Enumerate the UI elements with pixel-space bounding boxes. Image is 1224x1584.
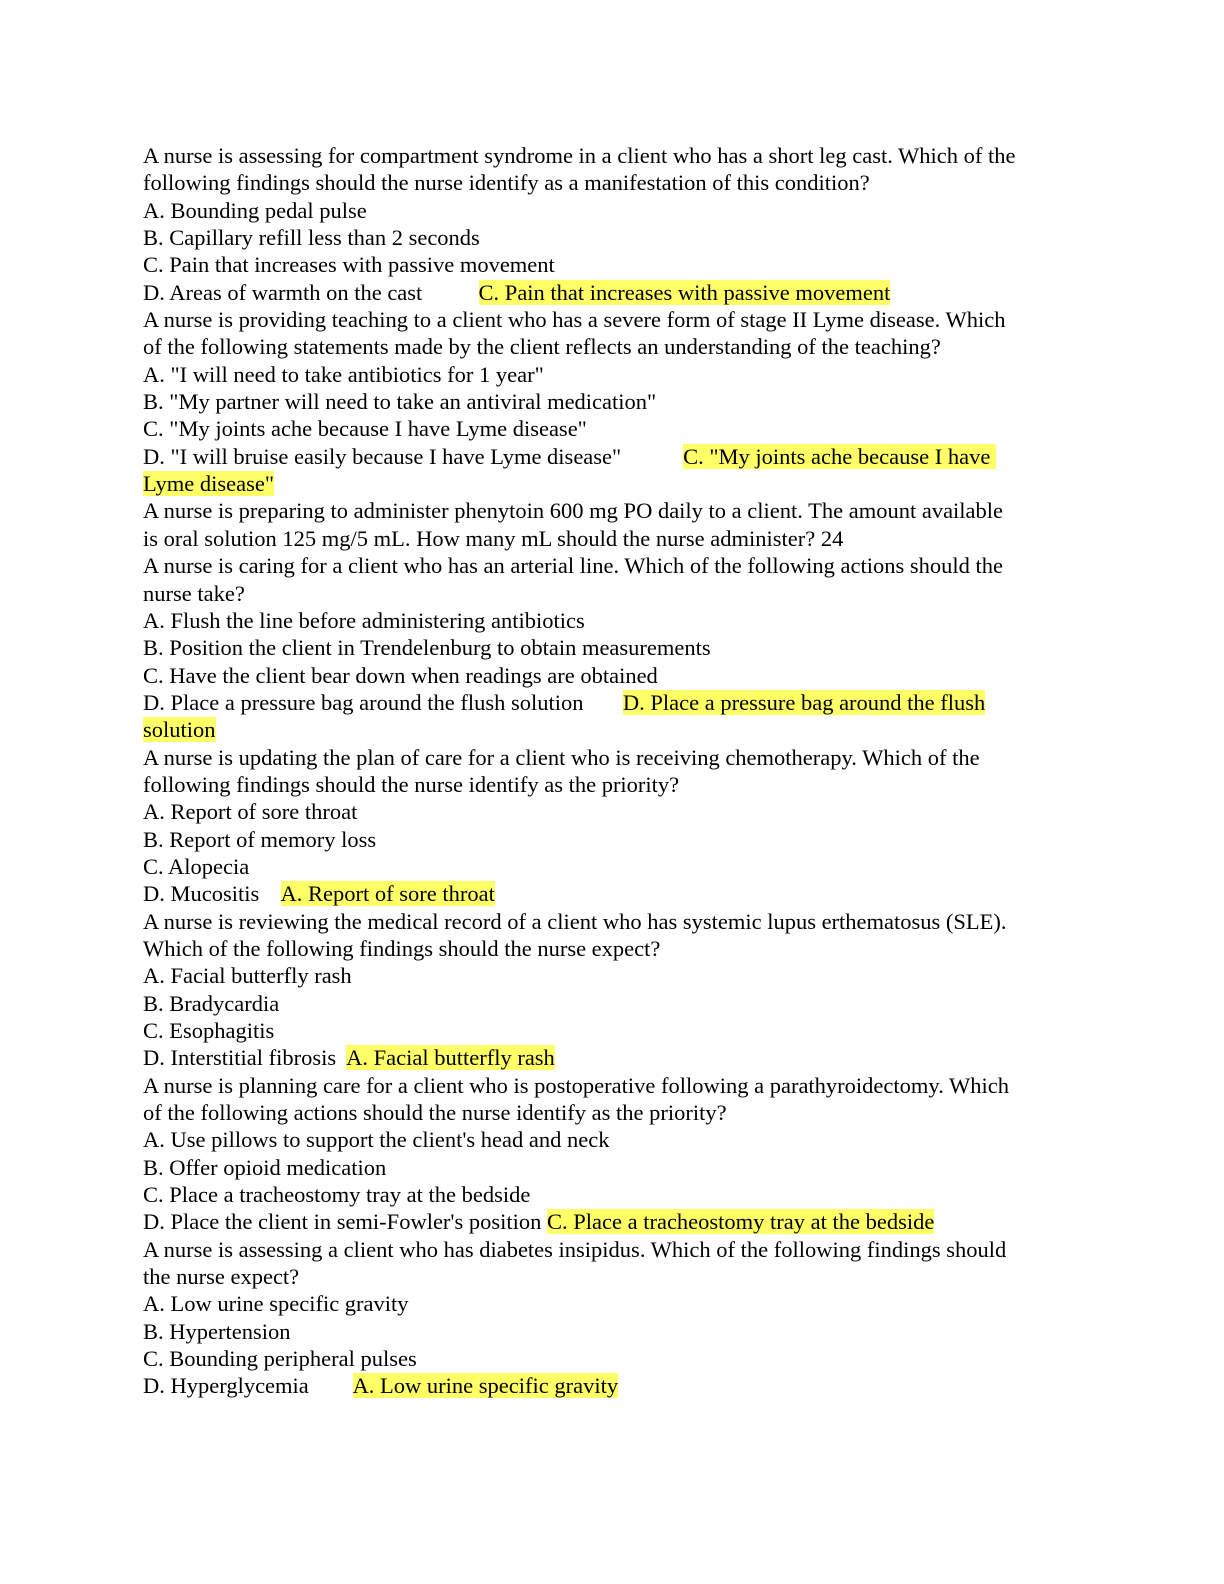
last-option-row: D. "I will bruise easily because I have … <box>143 443 1083 470</box>
answer-option: C. Pain that increases with passive move… <box>143 252 555 278</box>
question-stem-line: A nurse is updating the plan of care for… <box>143 744 980 770</box>
question-stem-line: following findings should the nurse iden… <box>143 771 680 797</box>
question-block: A nurse is updating the plan of care for… <box>143 744 1083 908</box>
last-option-row: D. Place the client in semi-Fowler's pos… <box>143 1208 1083 1235</box>
question-block: A nurse is preparing to administer pheny… <box>143 497 1083 552</box>
highlighted-answer: C. Pain that increases with passive move… <box>478 279 891 305</box>
question-stem-line: A nurse is assessing for compartment syn… <box>143 143 1016 168</box>
question-stem-line: of the following actions should the nurs… <box>143 1100 727 1126</box>
question-block: A nurse is assessing for compartment syn… <box>143 142 1083 306</box>
highlighted-answer: A. Facial butterfly rash <box>346 1045 555 1071</box>
answer-option: A. Low urine specific gravity <box>143 1291 409 1317</box>
answer-option: D. "I will bruise easily because I have … <box>143 443 622 469</box>
question-stem-line: is oral solution 125 mg/5 mL. How many m… <box>143 525 844 551</box>
spacer <box>584 690 623 715</box>
answer-option: A. Bounding pedal pulse <box>143 197 367 223</box>
last-option-row: D. Place a pressure bag around the flush… <box>143 689 1083 716</box>
answer-option: D. Interstitial fibrosis <box>143 1045 337 1071</box>
highlighted-answer: C. Place a tracheostomy tray at the beds… <box>547 1209 935 1235</box>
answer-option: D. Areas of warmth on the cast <box>143 279 423 305</box>
question-stem-line: A nurse is providing teaching to a clien… <box>143 307 1006 333</box>
highlighted-answer-continuation-row: solution <box>143 716 1083 743</box>
spacer <box>422 280 478 305</box>
answer-option: C. Esophagitis <box>143 1018 275 1043</box>
answer-option: A. Report of sore throat <box>143 799 358 825</box>
answer-option: C. Have the client bear down when readin… <box>143 662 658 688</box>
question-stem-line: A nurse is assessing a client who has di… <box>143 1236 1007 1262</box>
answer-option: B. "My partner will need to take an anti… <box>143 389 657 415</box>
question-stem-line: the nurse expect? <box>143 1264 300 1290</box>
answer-option: D. Place a pressure bag around the flush… <box>143 689 584 715</box>
question-block: A nurse is reviewing the medical record … <box>143 908 1083 1072</box>
answer-option: C. "My joints ache because I have Lyme d… <box>143 416 587 442</box>
spacer <box>336 1045 346 1070</box>
answer-option: B. Hypertension <box>143 1318 291 1344</box>
question-block: A nurse is caring for a client who has a… <box>143 552 1083 743</box>
highlighted-answer: D. Place a pressure bag around the flush <box>622 689 986 715</box>
answer-option: A. Facial butterfly rash <box>143 963 352 989</box>
answer-option: B. Bradycardia <box>143 990 280 1016</box>
answer-option: C. Bounding peripheral pulses <box>143 1346 417 1372</box>
question-block: A nurse is assessing a client who has di… <box>143 1236 1083 1400</box>
spacer <box>259 881 280 906</box>
answer-option: B. Capillary refill less than 2 seconds <box>143 225 480 251</box>
last-option-row: D. Interstitial fibrosis A. Facial butte… <box>143 1044 1083 1071</box>
highlighted-answer: Lyme disease" <box>143 471 275 497</box>
answer-option: D. Hyperglycemia <box>143 1373 309 1399</box>
answer-option: A. Use pillows to support the client's h… <box>143 1127 610 1153</box>
highlighted-answer: solution <box>143 717 216 743</box>
question-stem-line: nurse take? <box>143 580 245 606</box>
last-option-row: D. Hyperglycemia A. Low urine specific g… <box>143 1372 1083 1399</box>
spacer <box>309 1373 353 1398</box>
question-stem-line: A nurse is planning care for a client wh… <box>143 1072 1010 1098</box>
question-stem-line: A nurse is preparing to administer pheny… <box>143 498 1004 524</box>
last-option-row: D. Areas of warmth on the cast C. Pain t… <box>143 279 1083 306</box>
spacer <box>621 444 683 469</box>
question-stem-line: A nurse is caring for a client who has a… <box>143 553 1003 579</box>
highlighted-answer-continuation-row: Lyme disease" <box>143 470 1083 497</box>
answer-option: B. Position the client in Trendelenburg … <box>143 635 711 661</box>
answer-option: D. Place the client in semi-Fowler's pos… <box>143 1209 542 1235</box>
last-option-row: D. Mucositis A. Report of sore throat <box>143 880 1083 907</box>
highlighted-answer: A. Report of sore throat <box>280 881 495 907</box>
answer-option: C. Alopecia <box>143 853 250 879</box>
question-stem-line: A nurse is reviewing the medical record … <box>143 908 1007 934</box>
highlighted-answer: C. "My joints ache because I have <box>683 443 996 469</box>
question-block: A nurse is providing teaching to a clien… <box>143 306 1083 497</box>
question-stem-line: Which of the following findings should t… <box>143 935 661 961</box>
answer-option: B. Offer opioid medication <box>143 1154 387 1180</box>
answer-option: C. Place a tracheostomy tray at the beds… <box>143 1182 531 1208</box>
question-block: A nurse is planning care for a client wh… <box>143 1072 1083 1236</box>
question-stem-line: of the following statements made by the … <box>143 334 941 360</box>
answer-option: D. Mucositis <box>143 881 260 907</box>
highlighted-answer: A. Low urine specific gravity <box>352 1373 619 1399</box>
document-page: A nurse is assessing for compartment syn… <box>143 142 1083 1400</box>
answer-option: B. Report of memory loss <box>143 826 377 852</box>
question-stem-line: following findings should the nurse iden… <box>143 170 870 196</box>
answer-option: A. Flush the line before administering a… <box>143 607 585 633</box>
answer-option: A. "I will need to take antibiotics for … <box>143 361 544 387</box>
